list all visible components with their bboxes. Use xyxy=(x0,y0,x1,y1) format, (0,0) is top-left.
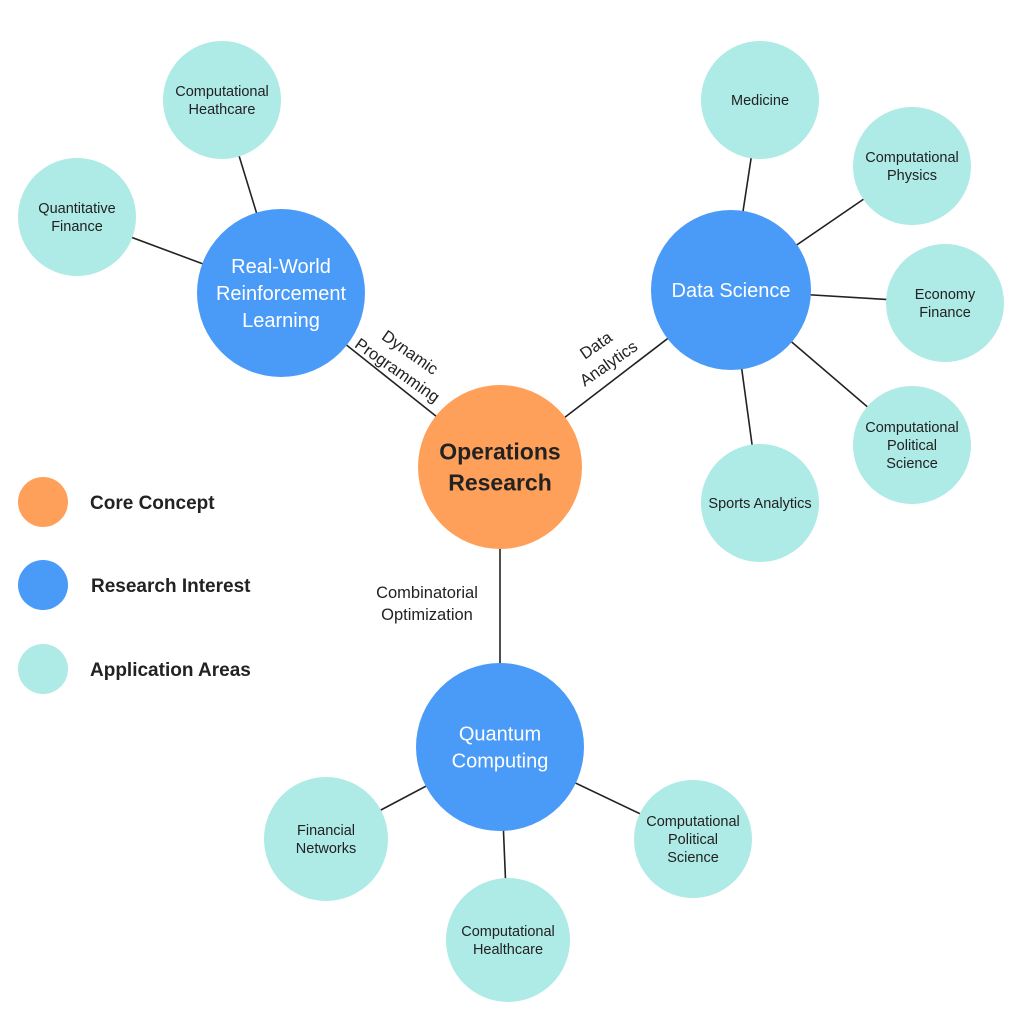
interest-node-data-science: Data Science xyxy=(651,210,811,370)
application-circle xyxy=(634,780,752,898)
application-circle xyxy=(163,41,281,159)
legend-label: Research Interest xyxy=(91,576,251,597)
application-label-line: Finance xyxy=(51,219,103,235)
application-label: Medicine xyxy=(731,93,789,109)
application-label-line: Computational xyxy=(646,814,740,830)
application-label: Sports Analytics xyxy=(708,496,811,512)
edge-label-data-analytics: DataAnalytics xyxy=(564,319,641,390)
interest-label-line: Computing xyxy=(452,751,549,773)
application-circle xyxy=(446,878,570,1002)
application-label-line: Political xyxy=(887,438,937,454)
interest-label-line: Quantum xyxy=(459,724,541,746)
application-label-line: Computational xyxy=(865,420,959,436)
application-label-line: Sports Analytics xyxy=(708,496,811,512)
application-label-line: Computational xyxy=(461,924,555,940)
interest-label-line: Learning xyxy=(242,310,320,332)
interest-circle xyxy=(416,663,584,831)
application-label-line: Healthcare xyxy=(473,942,543,958)
application-node-sports-analytics: Sports Analytics xyxy=(701,444,819,562)
application-label-line: Computational xyxy=(865,150,959,166)
interest-label-line: Real-World xyxy=(231,256,331,278)
interest-circle xyxy=(197,209,365,377)
application-label-line: Networks xyxy=(296,841,356,857)
legend-item-core-concept: Core Concept xyxy=(18,477,215,527)
legend-label: Core Concept xyxy=(90,493,215,514)
application-node-medicine: Medicine xyxy=(701,41,819,159)
legend-item-application-areas: Application Areas xyxy=(18,644,251,694)
edge-label-text: DataAnalytics xyxy=(564,319,641,390)
application-label-line: Financial xyxy=(297,823,355,839)
application-circle xyxy=(264,777,388,901)
interest-label: Data Science xyxy=(672,280,791,302)
application-circle xyxy=(701,41,819,159)
legend-item-research-interest: Research Interest xyxy=(18,560,251,610)
application-label-line: Science xyxy=(667,850,719,866)
interest-label-line: Reinforcement xyxy=(216,283,347,305)
application-label-line: Computational xyxy=(175,84,269,100)
core-label-line: Research xyxy=(448,470,552,496)
application-circle xyxy=(853,386,971,504)
edge-label-line: Optimization xyxy=(381,606,473,624)
interest-label-line: Data Science xyxy=(672,280,791,302)
application-circle xyxy=(701,444,819,562)
application-circle xyxy=(853,107,971,225)
core-label-line: Operations xyxy=(439,439,560,465)
application-label-line: Medicine xyxy=(731,93,789,109)
application-label-line: Heathcare xyxy=(189,102,256,118)
application-label-line: Physics xyxy=(887,168,937,184)
application-label-line: Quantitative xyxy=(38,201,115,217)
legend-swatch-interest xyxy=(18,560,68,610)
application-circle xyxy=(18,158,136,276)
application-label-line: Economy xyxy=(915,287,976,303)
core-circle xyxy=(418,385,582,549)
legend-label: Application Areas xyxy=(90,660,251,681)
application-label-line: Science xyxy=(886,456,938,472)
legend-swatch-application xyxy=(18,644,68,694)
application-label-line: Political xyxy=(668,832,718,848)
edge-label-line: Combinatorial xyxy=(376,584,478,602)
interest-circle xyxy=(651,210,811,370)
application-circle xyxy=(886,244,1004,362)
application-label-line: Finance xyxy=(919,305,971,321)
legend-swatch-core xyxy=(18,477,68,527)
